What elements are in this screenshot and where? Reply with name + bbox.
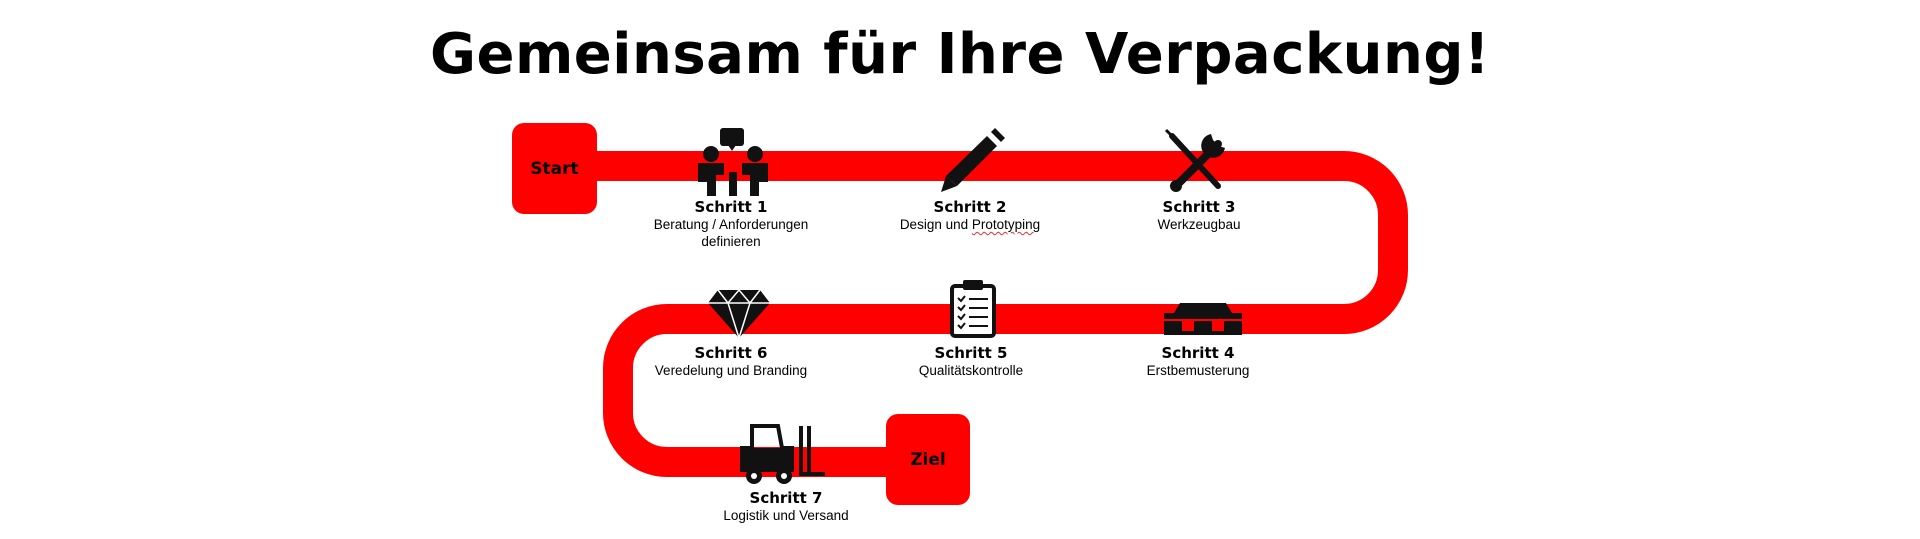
pallet-icon — [1164, 303, 1242, 335]
step-description: Veredelung und Branding — [654, 363, 808, 378]
step-title: Schritt 3 — [1162, 198, 1236, 216]
step-description: Logistik und Versand — [723, 508, 849, 523]
step-title: Schritt 1 — [694, 198, 768, 216]
step-6: Schritt 6 Veredelung und Branding — [621, 344, 841, 379]
step-title: Schritt 7 — [749, 489, 823, 507]
step-3: Schritt 3 Werkzeugbau — [1089, 198, 1309, 233]
step-title: Schritt 2 — [933, 198, 1007, 216]
step-4: Schritt 4 Erstbemusterung — [1088, 344, 1308, 379]
step-description: Erstbemusterung — [1146, 363, 1250, 378]
page-title: Gemeinsam für Ihre Verpackung! — [430, 22, 1490, 87]
step-description: Beratung / Anforderungen — [653, 217, 809, 232]
step-7: Schritt 7 Logistik und Versand — [676, 489, 896, 524]
meeting-icon — [698, 128, 768, 196]
ziel-label: Ziel — [910, 449, 946, 470]
step-title: Schritt 6 — [694, 344, 768, 362]
step-description: Werkzeugbau — [1157, 217, 1241, 232]
pencil-icon — [941, 128, 1005, 192]
step-description: Design und Prototyping — [860, 216, 1080, 233]
diamond-icon — [708, 288, 770, 341]
forklift-icon — [740, 424, 825, 484]
ziel-box: Ziel — [886, 414, 970, 505]
start-box: Start — [512, 123, 597, 214]
step-description-line-2: definieren — [701, 234, 761, 249]
step-description-part: Prototyping — [971, 217, 1041, 232]
step-description: Qualitätskontrolle — [918, 363, 1024, 378]
step-5: Schritt 5 Qualitätskontrolle — [861, 344, 1081, 379]
clipboard-icon — [950, 280, 996, 338]
start-label: Start — [530, 158, 579, 179]
step-description-part: Design und — [899, 217, 972, 232]
process-path — [560, 151, 1408, 477]
step-title: Schritt 4 — [1161, 344, 1235, 362]
step-title: Schritt 5 — [934, 344, 1008, 362]
step-1: Schritt 1 Beratung / Anforderungen defin… — [621, 198, 841, 250]
step-2: Schritt 2 Design und Prototyping — [860, 198, 1080, 233]
tools-icon — [1164, 128, 1225, 192]
